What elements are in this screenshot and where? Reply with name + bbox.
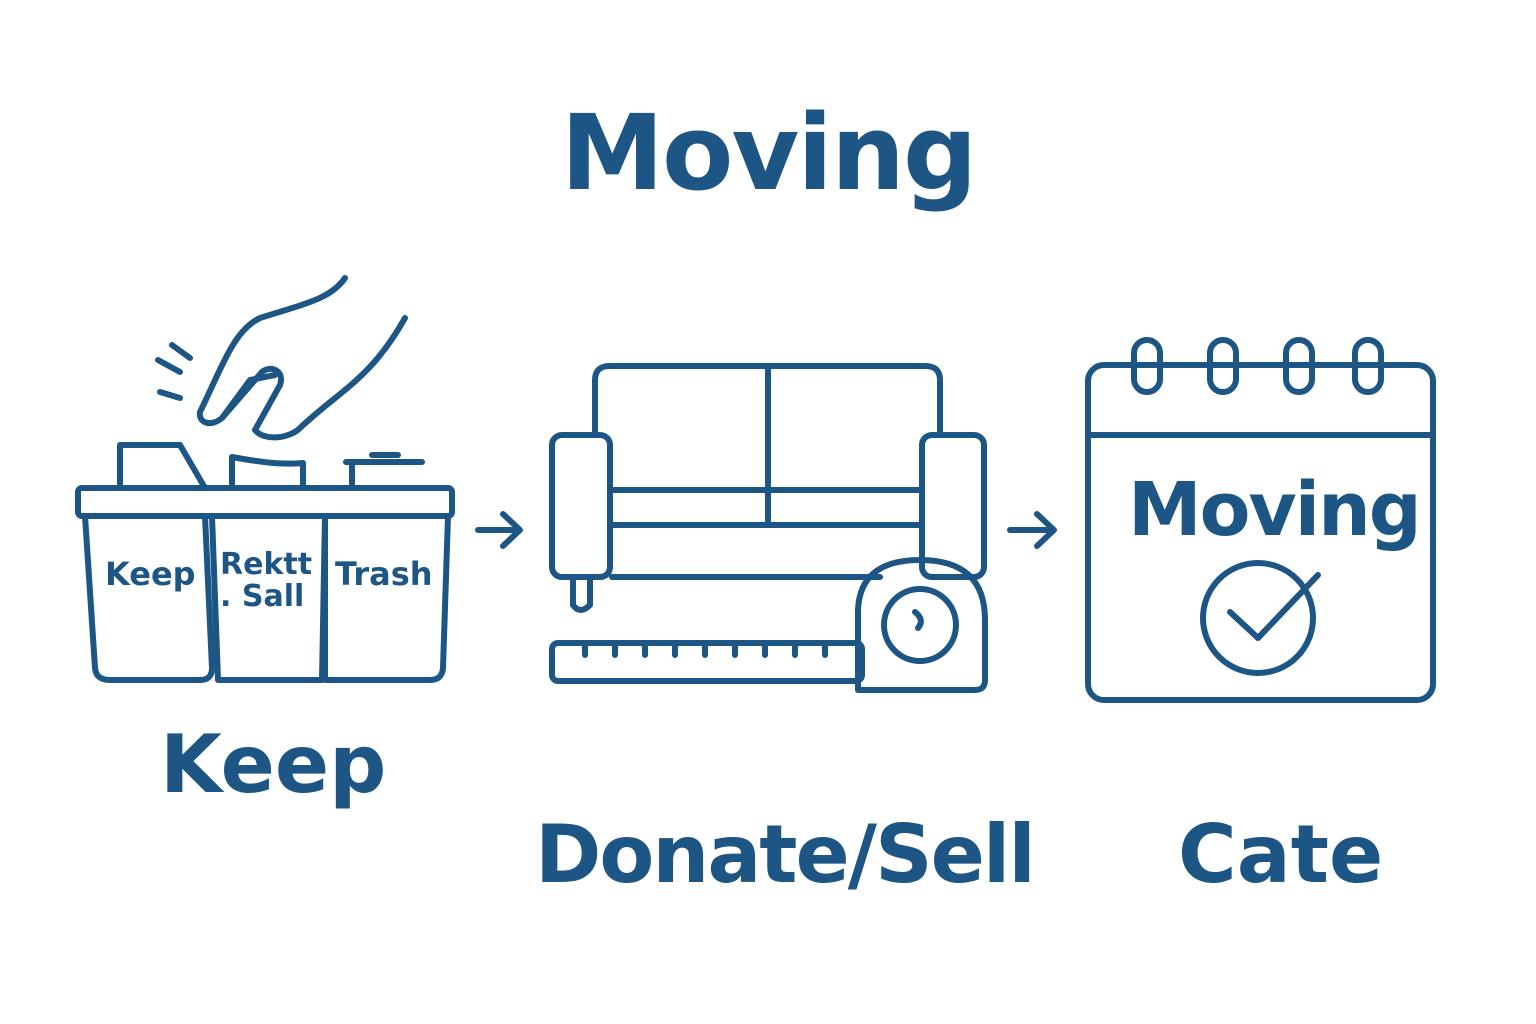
step-label-cate: Cate — [1178, 808, 1384, 901]
step-label-donate-sell: Donate/Sell — [535, 808, 1036, 901]
diagram-title: Moving — [560, 92, 978, 214]
bin-label-keep: Keep — [105, 555, 196, 593]
calendar-text: Moving — [1128, 467, 1420, 553]
bin-label-trash: Trash — [335, 555, 433, 593]
tape-measure-icon — [549, 557, 988, 693]
step-label-keep: Keep — [160, 718, 387, 811]
arrow-right-icon — [1007, 511, 1057, 549]
sofa-icon — [549, 363, 987, 613]
bin-label-rektt: Rektt — [220, 547, 312, 582]
sorting-bins-icon: Keep Rektt . Sall Trash — [75, 442, 455, 683]
calendar-icon: Moving — [1085, 337, 1436, 703]
arrow-right-icon — [475, 511, 523, 549]
bin-label-sall: . Sall — [220, 579, 304, 614]
hand-icon — [155, 275, 408, 441]
